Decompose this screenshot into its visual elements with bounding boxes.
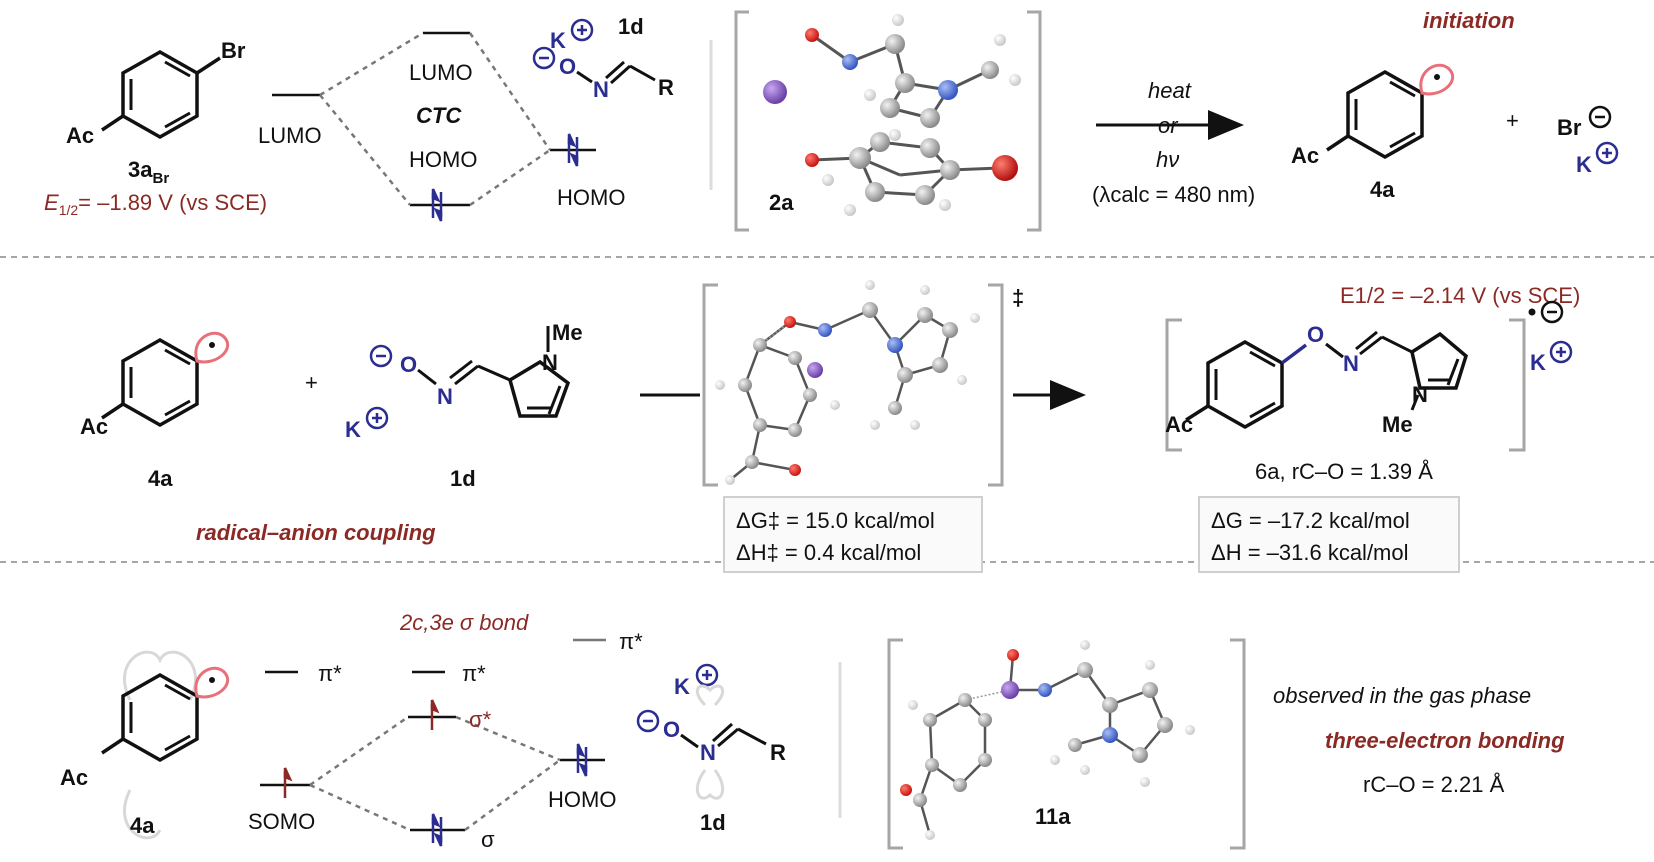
plus-charge-icon	[365, 406, 389, 430]
aryl-bromide-3a-structure	[101, 49, 221, 140]
potassium-cation-top: K	[550, 28, 566, 53]
oxime-bonds-top	[576, 60, 656, 85]
lumo-aryl-label: LUMO	[258, 123, 322, 148]
compound-1d-label-top: 1d	[618, 14, 644, 39]
plus-charge-icon	[1595, 141, 1619, 165]
sigma-star-label: σ*	[469, 707, 492, 732]
oxime-oxygen-top: O	[559, 54, 576, 79]
potassium-cation-bottom: K	[674, 674, 690, 699]
sigma-bond-label: 2c,3e σ bond	[399, 610, 529, 635]
plus-sign-top: +	[1506, 108, 1519, 133]
compound-2a-label: 2a	[769, 190, 794, 215]
potassium-cation-bromide: K	[1576, 152, 1592, 177]
aryl-radical-4a-top	[1326, 63, 1454, 160]
crystal-structure-2a	[734, 10, 1042, 232]
pi-star-oxime: π*	[619, 629, 643, 654]
oxime-oxygen-bottom: O	[663, 717, 680, 742]
pyrrole-oxime-1d-structure	[417, 326, 571, 418]
methyl-label-6a: Me	[1382, 412, 1413, 437]
minus-charge-icon	[1588, 105, 1612, 129]
oxime-bonds-bottom	[680, 684, 767, 800]
condition-or: or	[1158, 113, 1179, 138]
product-6a-label: 6a, rC–O = 1.39 Å	[1255, 459, 1433, 484]
compound-1d-label-middle: 1d	[450, 466, 476, 491]
electron-pair-arrows-oxime-homo	[567, 133, 579, 167]
pyrrole-nitrogen-1d: N	[542, 350, 558, 375]
ts-energy-box	[723, 496, 983, 573]
radical-anion-coupling-label: radical–anion coupling	[196, 520, 436, 545]
plus-charge-icon	[695, 663, 719, 687]
bromide-label: Br	[1557, 115, 1582, 140]
acetyl-label-4a-top: Ac	[1291, 143, 1319, 168]
condition-heat: heat	[1148, 78, 1192, 103]
acetyl-label-3a: Ac	[66, 123, 94, 148]
compound-3a-label: 3aBr	[128, 157, 169, 187]
gas-phase-complex-11a	[887, 638, 1246, 850]
product-free-energy: ΔG = –17.2 kcal/mol	[1211, 508, 1410, 533]
compound-4a-label-bottom: 4a	[130, 813, 155, 838]
compound-11a-label: 11a	[1035, 804, 1071, 829]
observed-gas-phase-label: observed in the gas phase	[1273, 683, 1531, 708]
oxime-R-group-bottom: R	[770, 740, 786, 765]
minus-charge-icon	[369, 344, 393, 368]
lambda-calc-label: (λcalc = 480 nm)	[1092, 182, 1255, 207]
three-electron-bonding-label: three-electron bonding	[1325, 728, 1565, 753]
compound-1d-label-bottom: 1d	[700, 810, 726, 835]
compound-4a-label-top: 4a	[1370, 177, 1395, 202]
ts-free-energy: ΔG‡ = 15.0 kcal/mol	[736, 508, 935, 533]
potassium-cation-6a: K	[1530, 350, 1546, 375]
aryl-radical-4a-middle	[101, 331, 229, 428]
reduction-potential-6a: E1/2 = –2.14 V (vs SCE)	[1340, 283, 1580, 308]
oxime-nitrogen-middle: N	[437, 384, 453, 409]
ts-enthalpy: ΔH‡ = 0.4 kcal/mol	[736, 540, 921, 565]
pyrrole-nitrogen-6a: N	[1412, 382, 1428, 407]
ctc-label: CTC	[416, 103, 462, 128]
homo-oxime-label: HOMO	[557, 185, 625, 210]
transition-state-dagger: ‡	[1012, 285, 1024, 310]
transition-state-structure	[702, 280, 1004, 487]
oxime-nitrogen-6a: N	[1343, 351, 1359, 376]
plus-sign-middle: +	[305, 370, 318, 395]
pi-star-complex: π*	[462, 661, 486, 686]
acetyl-label-4a-bottom: Ac	[60, 765, 88, 790]
compound-4a-label-middle: 4a	[148, 466, 173, 491]
lumo-ctc-label: LUMO	[409, 60, 473, 85]
homo-label-bottom: HOMO	[548, 787, 616, 812]
ether-oxygen-6a: O	[1307, 322, 1324, 347]
condition-hv: hν	[1156, 147, 1179, 172]
pi-star-aryl: π*	[318, 661, 342, 686]
methyl-label-1d: Me	[552, 320, 583, 345]
electron-pair-arrows-ctc-homo	[431, 188, 443, 222]
product-6a-structure	[1165, 318, 1526, 452]
sigma-label: σ	[481, 827, 495, 852]
minus-charge-icon	[636, 709, 660, 733]
potassium-cation-middle: K	[345, 417, 361, 442]
bromine-label: Br	[221, 38, 246, 63]
minus-charge-icon	[1540, 300, 1564, 324]
acetyl-label-4a-middle: Ac	[80, 414, 108, 439]
oxime-oxygen-middle: O	[400, 352, 417, 377]
oxime-nitrogen-bottom: N	[700, 740, 716, 765]
minus-charge-icon	[532, 46, 556, 70]
initiation-label: initiation	[1423, 8, 1515, 33]
three-electron-mo-diagram	[260, 638, 606, 847]
somo-label: SOMO	[248, 809, 315, 834]
bond-length-11a: rC–O = 2.21 Å	[1363, 772, 1505, 797]
oxime-R-group-top: R	[658, 75, 674, 100]
plus-charge-icon	[570, 18, 594, 42]
reduction-potential-3a: E1/2= –1.89 V (vs SCE)	[44, 190, 267, 218]
ctc-mo-diagram	[272, 31, 596, 222]
product-energy-box	[1198, 496, 1460, 573]
product-enthalpy: ΔH = –31.6 kcal/mol	[1211, 540, 1409, 565]
aryl-radical-4a-orbitals	[101, 650, 229, 840]
homo-ctc-label: HOMO	[409, 147, 477, 172]
acetyl-label-6a: Ac	[1165, 412, 1193, 437]
plus-charge-icon	[1549, 340, 1573, 364]
radical-dot-6a	[1528, 308, 1536, 316]
oxime-nitrogen-top: N	[593, 77, 609, 102]
